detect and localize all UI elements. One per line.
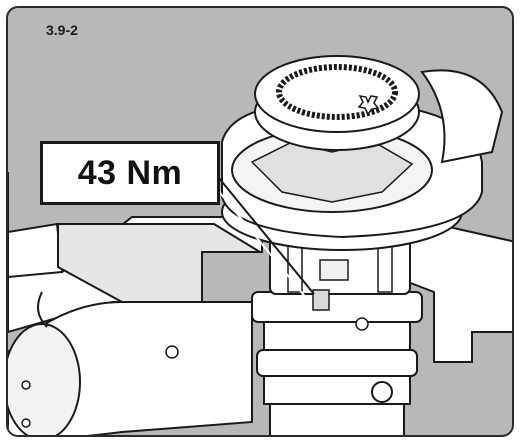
windlass-illustration [8,55,512,435]
deck-plate-left-block [57,223,264,303]
figure-label: 3.9-2 [46,22,78,38]
illustration-frame: 3.9-2 43 Nm [6,6,514,437]
callout-leader-line [213,171,315,295]
gear-housing [251,291,423,435]
star-icon [357,95,380,116]
top-cap [254,55,420,151]
torque-callout-box: 43 Nm [40,141,220,205]
gypsy-housing [221,69,504,251]
motor-body [8,291,253,435]
deck-plate-left-top [8,222,64,279]
torque-callout-text: 43 Nm [77,153,183,192]
